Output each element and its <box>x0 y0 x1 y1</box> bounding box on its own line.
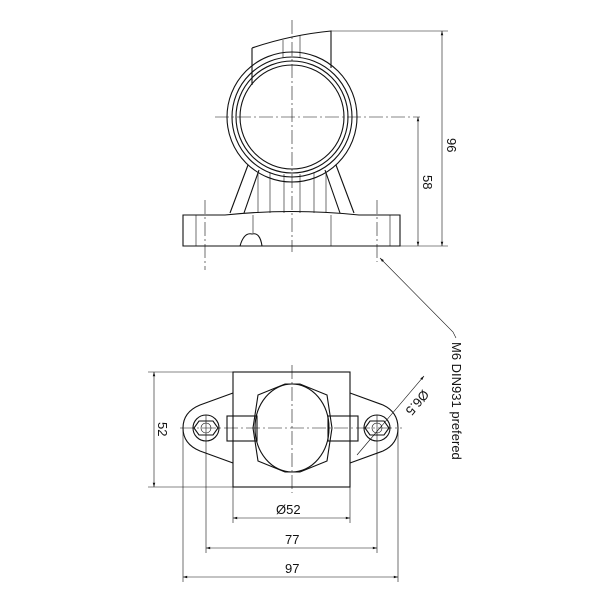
leader-line <box>379 257 457 339</box>
top-view: 52 Ø52 77 97 Ø6.5 <box>148 365 432 582</box>
top-tab <box>251 30 332 85</box>
dim-hole-label: Ø6.5 <box>403 387 433 418</box>
bolt-note: M6 DIN931 prefered <box>449 342 464 460</box>
base-plate <box>182 210 401 247</box>
dim-58-label: 58 <box>420 175 435 189</box>
dim-dia52-label: Ø52 <box>276 502 301 517</box>
dim-77-label: 77 <box>285 532 299 547</box>
dim-97-label: 97 <box>285 561 299 576</box>
base-notch <box>239 233 263 247</box>
front-view: 96 58 M6 DIN931 prefered <box>182 20 464 460</box>
body-outline <box>232 371 351 488</box>
dim-96-label: 96 <box>444 138 459 152</box>
dim-52-label: 52 <box>155 422 170 436</box>
dimension-hole <box>356 375 425 456</box>
